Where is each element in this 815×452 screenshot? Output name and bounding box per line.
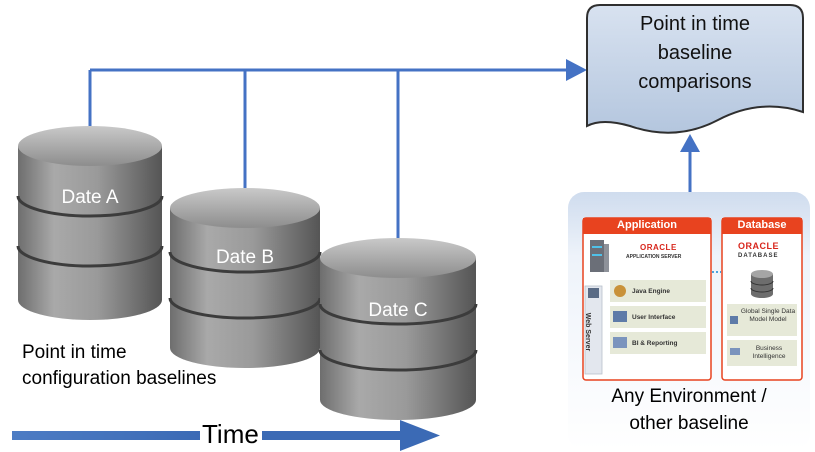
environment-caption-line-2: other baseline xyxy=(629,413,749,434)
server-icon xyxy=(590,240,609,272)
user-interface-icon xyxy=(613,311,627,322)
database-mini-icon xyxy=(750,270,774,298)
reporting-icon xyxy=(613,337,627,348)
database-cylinder-icon xyxy=(16,126,164,320)
database-cylinder-icon xyxy=(168,188,322,368)
data-model-row xyxy=(727,304,797,336)
business-intelligence-label: Business Intelligence xyxy=(752,345,786,360)
database-header: Database xyxy=(737,219,787,231)
application-server-text: APPLICATION SERVER xyxy=(626,254,682,260)
web-server-bar xyxy=(584,285,603,375)
arrow-icon xyxy=(566,59,587,81)
java-icon xyxy=(614,285,626,297)
application-header: Application xyxy=(617,219,677,231)
cloud-callout-icon xyxy=(586,4,804,134)
cloud-line-1: Point in time xyxy=(639,13,751,35)
application-header-bar xyxy=(583,218,711,234)
data-model-icon xyxy=(730,316,738,324)
web-server-label: Web Server xyxy=(584,312,591,352)
arrow-up-icon xyxy=(680,134,700,152)
java-engine-label: Java Engine xyxy=(632,288,670,295)
user-interface-row xyxy=(610,306,706,328)
database-header-bar xyxy=(722,218,802,234)
java-engine-row xyxy=(610,280,706,302)
time-arrow-left xyxy=(12,431,202,440)
date-b-label: Date B xyxy=(215,247,275,268)
oracle-logo-app: ORACLE xyxy=(640,243,677,252)
environment-caption: Any Environment / other baseline xyxy=(568,383,810,437)
bi-reporting-label: BI & Reporting xyxy=(632,340,678,347)
time-arrow-right xyxy=(262,431,402,440)
data-model-label: Global Single Data Model Model xyxy=(740,308,796,323)
baselines-caption: Point in time configuration baselines xyxy=(22,340,322,392)
cloud-line-2: baseline xyxy=(657,42,733,64)
web-server-icon xyxy=(588,288,599,298)
database-cylinder-icon xyxy=(318,238,478,420)
intelligence-icon xyxy=(730,348,740,355)
time-arrow-icon xyxy=(400,420,440,451)
cloud-title: Point in time baseline comparisons xyxy=(592,10,798,97)
baseline-connectors xyxy=(88,68,692,239)
date-c-label: Date C xyxy=(368,300,428,321)
caption-line-1: Point in time xyxy=(22,342,127,363)
environment-caption-line-1: Any Environment / xyxy=(611,386,767,407)
database-text: DATABASE xyxy=(738,253,779,259)
date-a-label: Date A xyxy=(61,187,119,208)
user-interface-label: User Interface xyxy=(632,314,676,321)
time-label: Time xyxy=(200,419,261,450)
cloud-line-3: comparisons xyxy=(638,71,752,93)
caption-line-2: configuration baselines xyxy=(22,368,217,389)
bi-reporting-row xyxy=(610,332,706,354)
oracle-logo-db: ORACLE xyxy=(738,241,779,251)
